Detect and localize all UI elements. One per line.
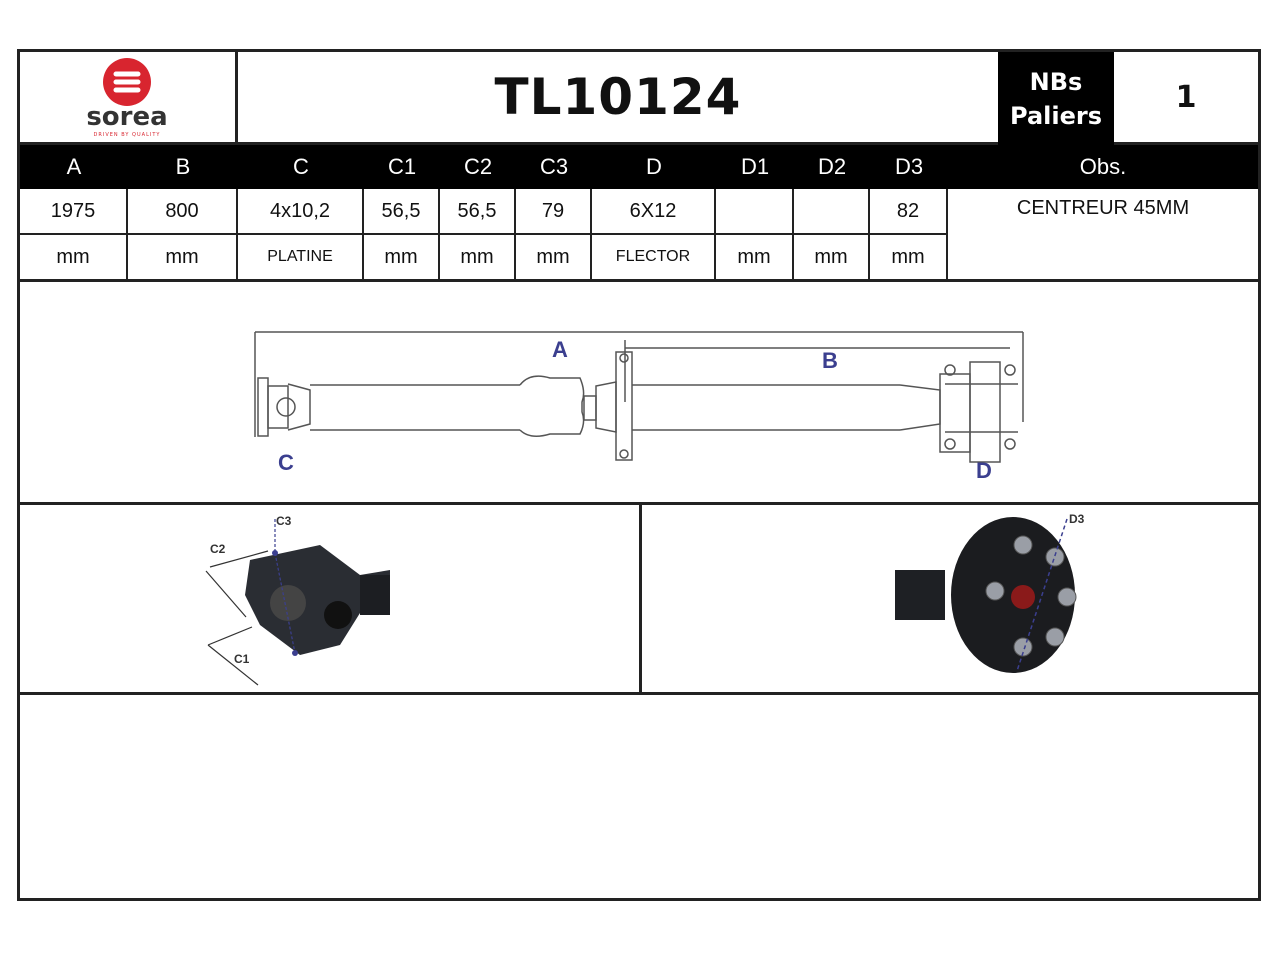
value-d2 bbox=[794, 189, 870, 235]
diagram-label-c: C bbox=[278, 450, 294, 475]
detail-label-d3: D3 bbox=[1069, 512, 1085, 526]
detail-label-c3: C3 bbox=[276, 514, 292, 528]
value-c1: 56,5 bbox=[364, 189, 440, 235]
col-header-a: A bbox=[20, 145, 128, 189]
col-header-d3: D3 bbox=[870, 145, 948, 189]
col-header-d: D bbox=[592, 145, 716, 189]
divider bbox=[20, 279, 1258, 282]
unit-b: mm bbox=[128, 235, 238, 279]
value-d1 bbox=[716, 189, 794, 235]
diagram-label-a: A bbox=[552, 337, 568, 362]
col-header-d2: D2 bbox=[794, 145, 870, 189]
obs-value: CENTREUR 45MM bbox=[1016, 197, 1190, 219]
part-number-title: TL10124 bbox=[238, 52, 998, 145]
logo-cell: sorea DRIVEN BY QUALITY bbox=[20, 52, 238, 145]
unit-d: FLECTOR bbox=[592, 235, 716, 279]
nbs-paliers-value: 1 bbox=[1114, 52, 1258, 145]
value-d3: 82 bbox=[870, 189, 948, 235]
value-c: 4x10,2 bbox=[238, 189, 364, 235]
value-c2: 56,5 bbox=[440, 189, 516, 235]
unit-d1: mm bbox=[716, 235, 794, 279]
flector-detail-image: D3 bbox=[645, 505, 1258, 692]
nbs-label: NBs bbox=[1029, 67, 1083, 96]
divider bbox=[20, 502, 1258, 505]
platine-detail-image: C3 C2 C1 bbox=[20, 505, 642, 692]
col-header-c2: C2 bbox=[440, 145, 516, 189]
sorea-logo: sorea DRIVEN BY QUALITY bbox=[86, 58, 168, 138]
col-header-c3: C3 bbox=[516, 145, 592, 189]
value-c3: 79 bbox=[516, 189, 592, 235]
col-header-c: C bbox=[238, 145, 364, 189]
col-header-b: B bbox=[128, 145, 238, 189]
diagram-label-d: D bbox=[976, 458, 992, 483]
divider bbox=[20, 692, 1258, 695]
unit-d3: mm bbox=[870, 235, 948, 279]
driveshaft-diagram: A B C D bbox=[20, 282, 1258, 502]
unit-a: mm bbox=[20, 235, 128, 279]
unit-c: PLATINE bbox=[238, 235, 364, 279]
value-a: 1975 bbox=[20, 189, 128, 235]
brand-name: sorea bbox=[86, 102, 167, 132]
spec-sheet: sorea DRIVEN BY QUALITY TL10124 NBs Pali… bbox=[17, 49, 1261, 901]
detail-label-c2: C2 bbox=[210, 542, 226, 556]
col-header-obs: Obs. bbox=[948, 145, 1258, 189]
col-header-c1: C1 bbox=[364, 145, 440, 189]
paliers-label: Paliers bbox=[1010, 101, 1102, 130]
unit-d2: mm bbox=[794, 235, 870, 279]
unit-c3: mm bbox=[516, 235, 592, 279]
unit-c2: mm bbox=[440, 235, 516, 279]
brand-tagline: DRIVEN BY QUALITY bbox=[94, 132, 161, 138]
nbs-paliers-label: NBs Paliers bbox=[998, 52, 1114, 145]
value-b: 800 bbox=[128, 189, 238, 235]
value-d: 6X12 bbox=[592, 189, 716, 235]
col-header-d1: D1 bbox=[716, 145, 794, 189]
unit-c1: mm bbox=[364, 235, 440, 279]
diagram-label-b: B bbox=[822, 348, 838, 373]
detail-label-c1: C1 bbox=[234, 652, 250, 666]
